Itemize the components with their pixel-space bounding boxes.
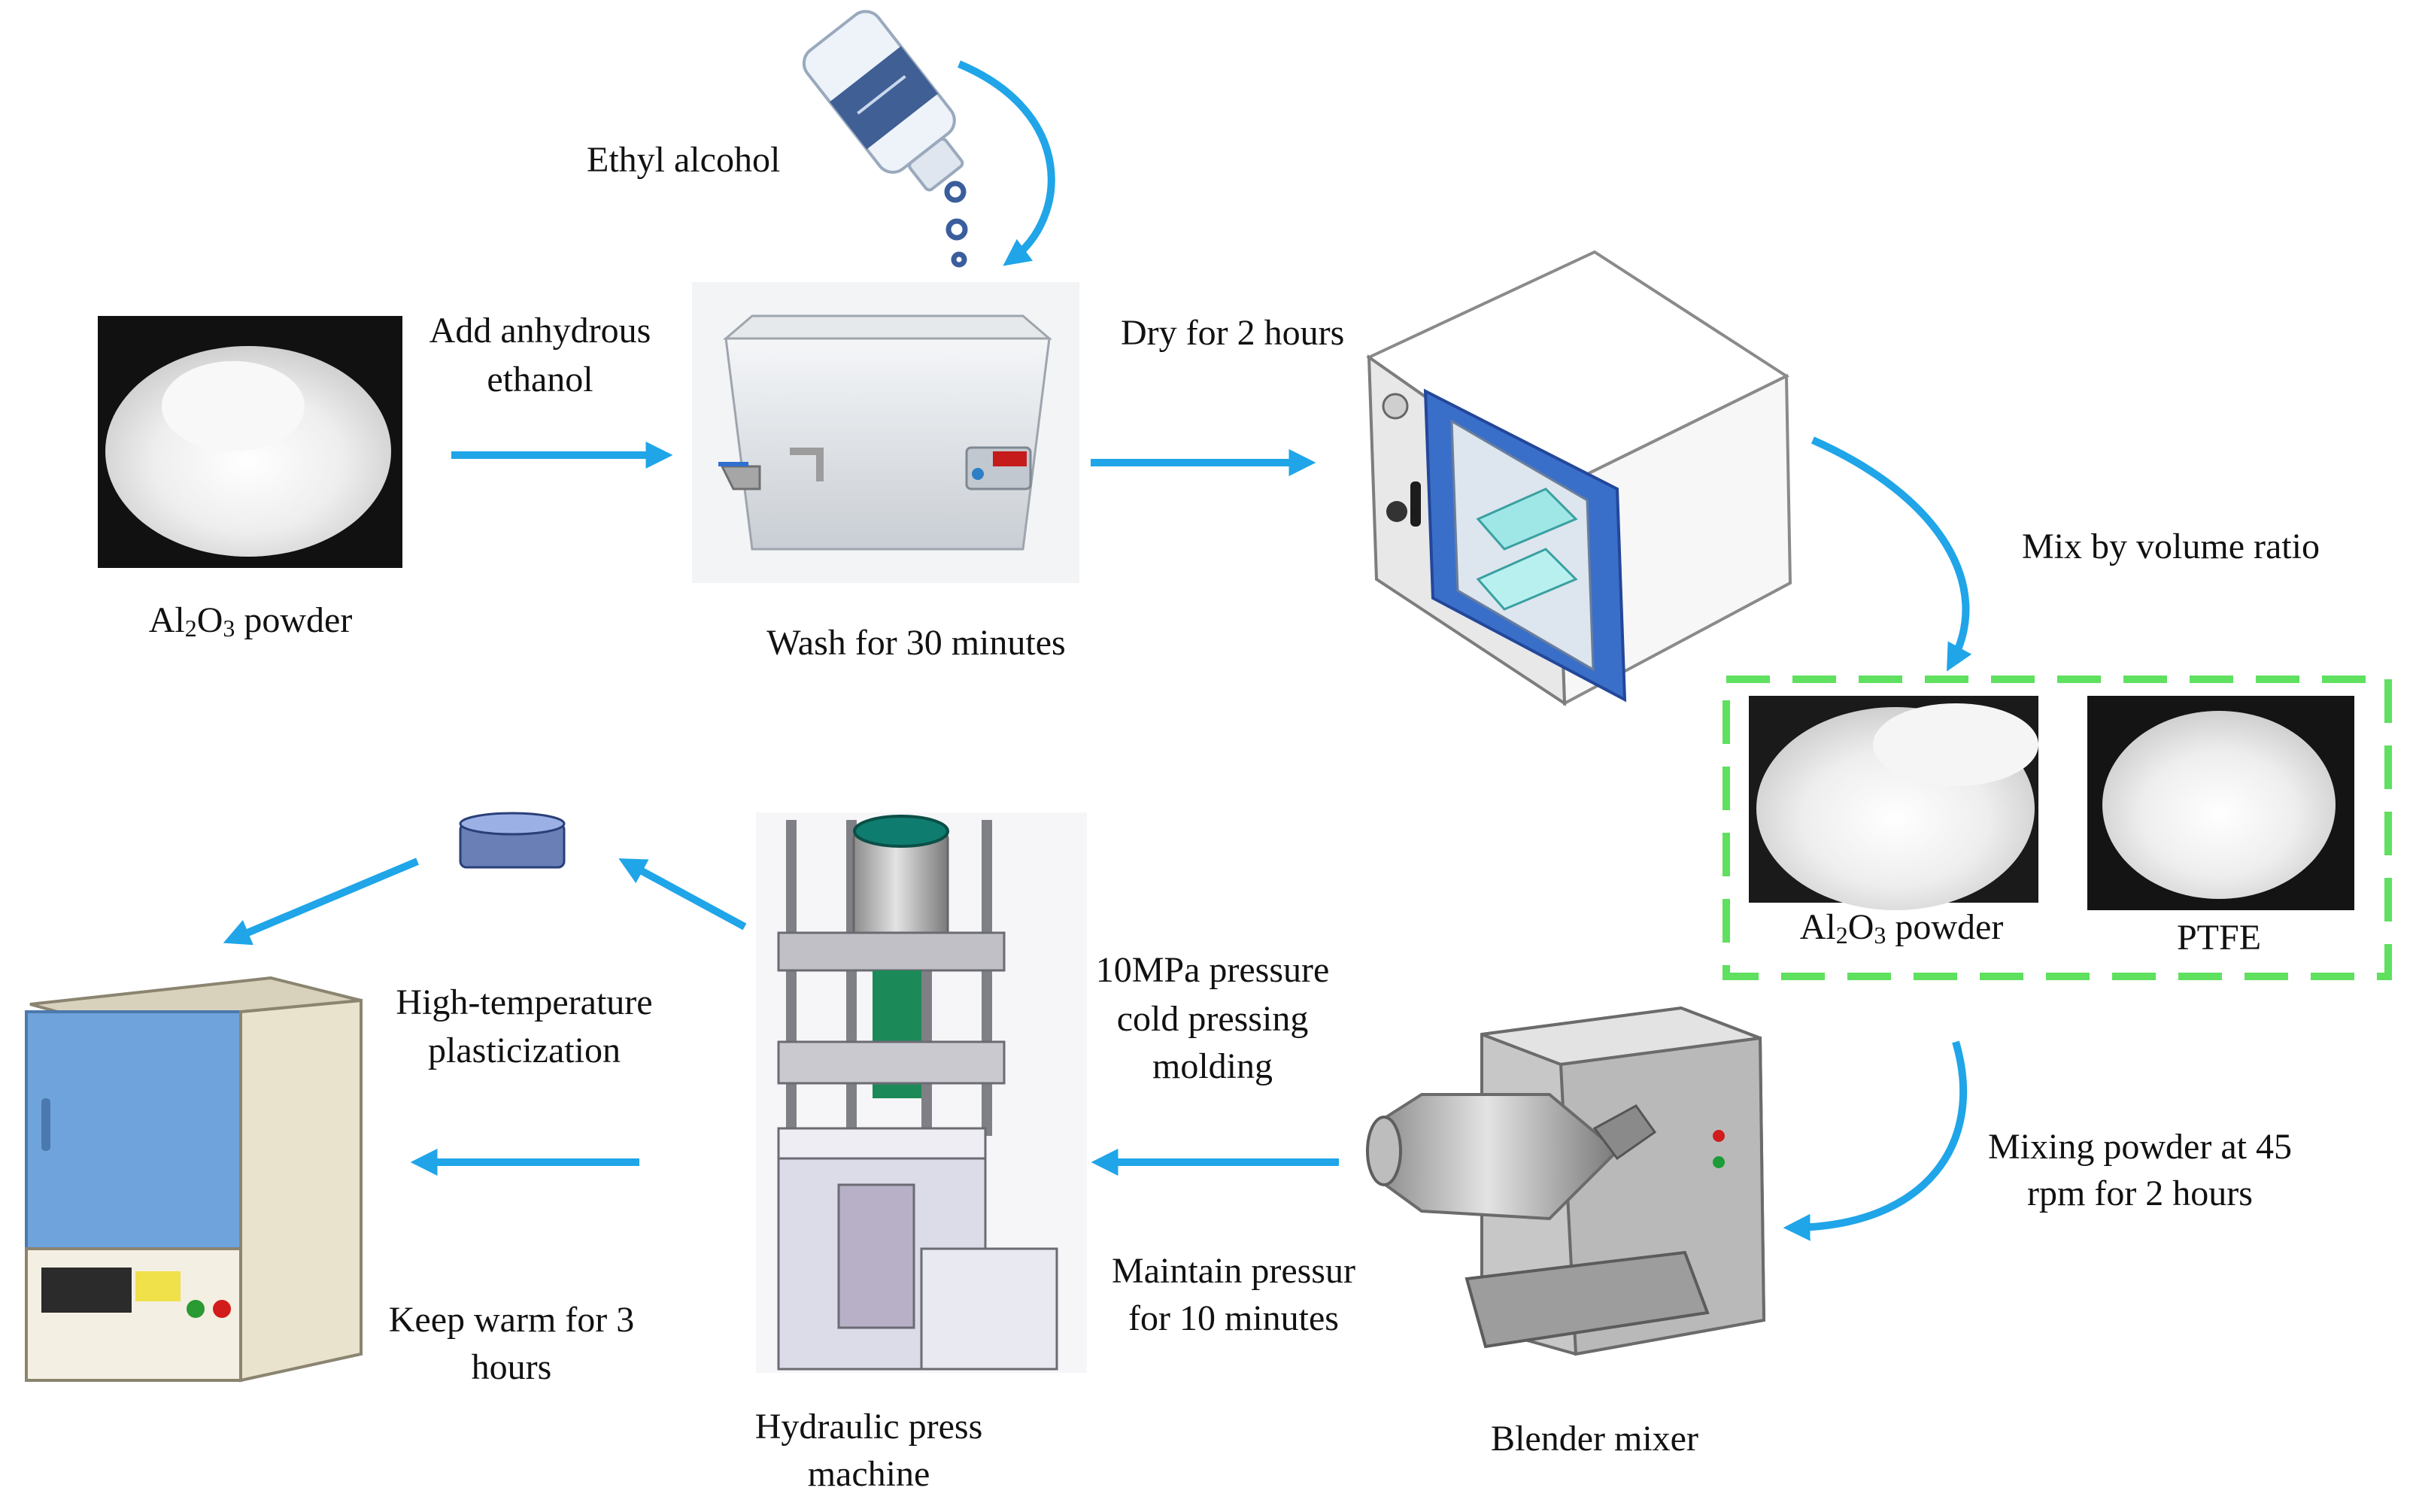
flow-arrows <box>223 436 1972 1241</box>
al2o3-powder-image <box>98 316 402 568</box>
label-pressure-1: 10MPa pressure <box>1096 950 1330 990</box>
arrow-ring-to-furnace <box>223 858 419 946</box>
blender-mixer-icon <box>1366 1006 1766 1356</box>
label-maintain-2: for 10 minutes <box>1128 1298 1339 1338</box>
ethanol-drops <box>944 181 968 268</box>
label-add-anhydrous-2: ethanol <box>487 360 593 399</box>
label-hydraulic-2: machine <box>808 1454 930 1494</box>
al2o3-powder-mix-image <box>1749 696 2038 910</box>
label-add-anhydrous-1: Add anhydrous <box>429 311 651 351</box>
label-al2o3-powder-mix: Al2O3 powder <box>1800 907 2004 949</box>
label-pressure-3: molding <box>1152 1046 1273 1086</box>
label-high-temp-1: High-temperature <box>396 982 652 1022</box>
hydraulic-press-icon <box>756 812 1087 1373</box>
label-dry: Dry for 2 hours <box>1121 313 1344 353</box>
ultrasonic-cleaner-icon <box>692 282 1079 583</box>
label-ptfe: PTFE <box>2177 918 2261 958</box>
arrow-press-to-ring <box>618 858 747 931</box>
label-al2o3-powder-left: Al2O3 powder <box>149 600 353 642</box>
label-ethyl-alcohol: Ethyl alcohol <box>587 140 780 180</box>
arrow-mix-to-blender <box>1783 1040 1968 1241</box>
label-hydraulic-1: Hydraulic press <box>755 1407 983 1447</box>
label-keep-warm-1: Keep warm for 3 <box>389 1300 635 1340</box>
ptfe-powder-image <box>2087 696 2354 910</box>
label-mix-ratio: Mix by volume ratio <box>2022 527 2320 566</box>
label-high-temp-2: plasticization <box>428 1031 621 1070</box>
drying-oven-icon <box>1366 250 1792 706</box>
label-maintain-1: Maintain pressur <box>1112 1251 1355 1291</box>
molded-ring-icon <box>459 812 566 869</box>
label-keep-warm-2: hours <box>472 1347 552 1387</box>
arrow-oven-to-mix <box>1811 436 1972 672</box>
label-pressure-2: cold pressing <box>1117 999 1309 1039</box>
muffle-furnace-icon <box>25 976 363 1383</box>
label-mixing-powder-2: rpm for 2 hours <box>2027 1173 2253 1213</box>
label-mixing-powder-1: Mixing powder at 45 <box>1988 1127 2292 1167</box>
arrow-bottle-to-cleaner <box>958 60 1055 266</box>
label-blender: Blender mixer <box>1491 1419 1698 1459</box>
mix-ratio-dashed-box <box>1722 676 2392 980</box>
ethanol-bottle-icon <box>802 10 964 192</box>
label-wash: Wash for 30 minutes <box>766 623 1065 663</box>
